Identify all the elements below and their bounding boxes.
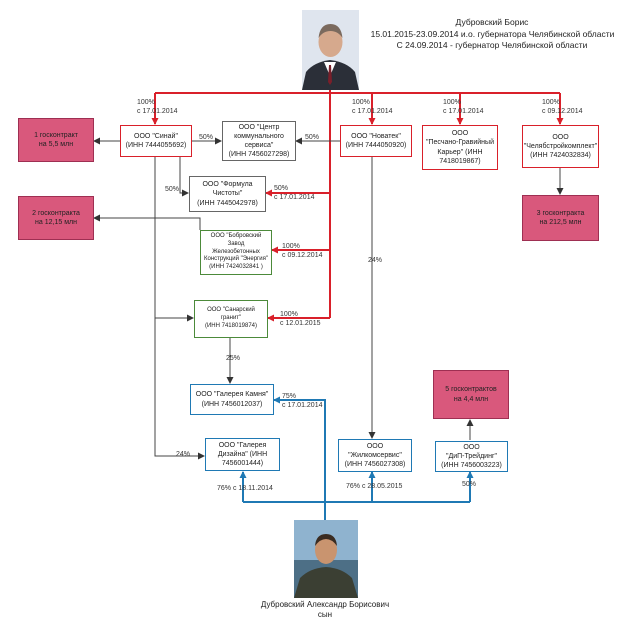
company-granite: ООО "Санарский гранит" (ИНН 7418019874): [194, 300, 268, 338]
company-zhilkom: ООО "Жилкомсервис" (ИНН 7456027308): [338, 439, 412, 472]
label-formula-from-sinai: 50%: [165, 186, 180, 193]
label-center-from-sinai: 50%: [199, 134, 214, 141]
label-formula-from-boris: 50% с 17.01.2014: [274, 185, 315, 201]
label-sinai-share: 100% с 17.01.2014: [137, 99, 178, 115]
label-novatek-to-zhilkom: 24%: [368, 257, 383, 264]
company-gallery-design: ООО "Галерея Дизайна" (ИНН 7456001444): [205, 438, 280, 471]
company-gallery-stone: ООО "Галерея Камня" (ИНН 7456012037): [190, 384, 274, 415]
son-portrait: [294, 520, 358, 598]
contract-5: 5 госконтрактов на 4,4 млн: [433, 370, 509, 419]
person-silhouette-icon: [294, 520, 358, 598]
company-novatek: ООО "Новатек" (ИНН 7444050920): [340, 125, 412, 157]
son-caption: Дубровский Александр Борисович сын: [260, 600, 390, 620]
label-granite-from-boris: 100% с 12.01.2015: [280, 311, 321, 327]
son-links: [239, 396, 474, 520]
contract-3: 3 госконтракта на 212,5 млн: [522, 195, 599, 241]
contract-1: 1 госконтракт на 5,5 млн: [18, 118, 94, 162]
link-sinai-formula: [179, 157, 189, 197]
label-stone-from-son: 75% с 17.01.2014: [282, 393, 323, 409]
label-novatek-share: 100% с 17.01.2014: [352, 99, 393, 115]
label-design-from-sinai: 24%: [176, 451, 191, 458]
indirect-links: [93, 137, 564, 460]
company-formula: ООО "Формула Чистоты" (ИНН 7445042978): [189, 176, 266, 212]
label-granite-to-stone: 25%: [226, 355, 241, 362]
contract-2: 2 госконтракта на 12,15 млн: [18, 196, 94, 240]
label-zhbk-from-boris: 100% с 09.12.2014: [282, 243, 323, 259]
link-zhbk-contract2: [155, 217, 201, 230]
boris-portrait: [302, 10, 359, 90]
company-quarry: ООО "Песчано-Гравийный Карьер" (ИНН 7418…: [422, 125, 498, 170]
link-sinai-granite: [154, 218, 194, 322]
label-design-from-son: 76% с 18.11.2014: [217, 485, 273, 492]
label-dip-from-son: 50%: [462, 481, 477, 488]
label-chelyab-share: 100% с 09.12.2014: [542, 99, 583, 115]
link-sinai-design: [154, 318, 205, 460]
header-line1: 15.01.2015-23.09.2014 и.о. губернатора Ч…: [370, 29, 615, 39]
company-center: ООО "Центр коммунального сервиса" (ИНН 7…: [222, 121, 296, 161]
link-son-stone: [273, 396, 326, 502]
company-sinai: ООО "Синай" (ИНН 7444055692): [120, 125, 192, 157]
label-zhilkom-from-son: 76% с 28.05.2015: [346, 483, 403, 490]
company-zhbk: ООО "Бобровский Завод Железобетонных Кон…: [200, 230, 272, 275]
company-chelyab: ООО "Челябстройкомплект" (ИНН 7424032834…: [522, 125, 599, 168]
header-line2: С 24.09.2014 - губернатор Челябинской об…: [396, 40, 588, 50]
header-name: Дубровский Борис: [455, 17, 529, 27]
company-dip: ООО "ДиП-Трейдинг" (ИНН 7456003223): [435, 441, 508, 472]
label-center-from-novatek: 50%: [305, 134, 320, 141]
link-sinai-contract2: [93, 157, 156, 222]
label-quarry-share: 100% с 17.01.2014: [443, 99, 484, 115]
person-silhouette-icon: [302, 10, 359, 90]
